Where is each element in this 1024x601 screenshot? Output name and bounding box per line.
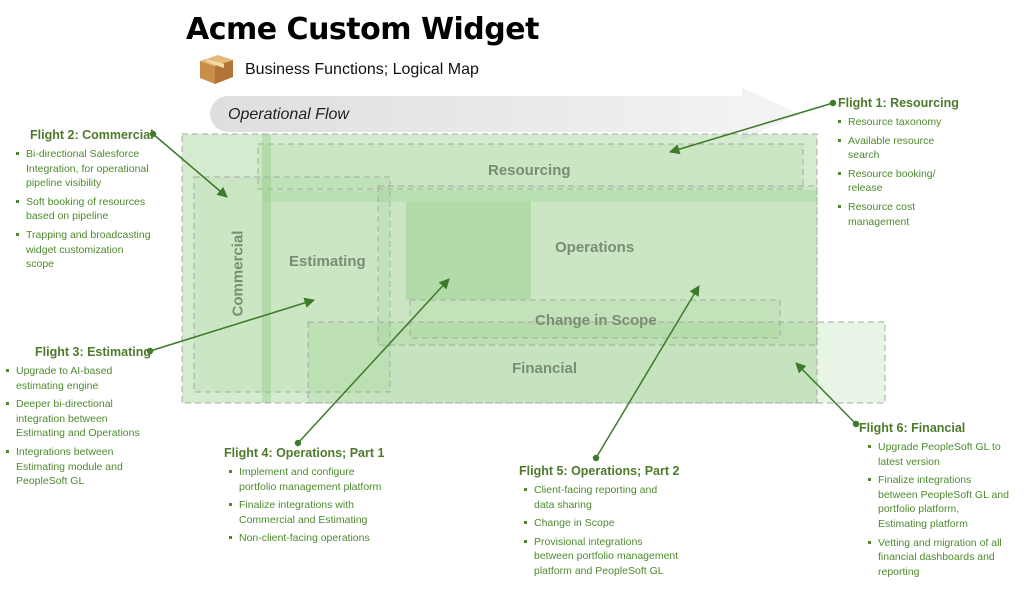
region-label-change-in-scope: Change in Scope — [535, 312, 657, 329]
flight6-item: Upgrade PeopleSoft GL to latest version — [868, 440, 1009, 469]
region-label-commercial: Commercial — [229, 230, 247, 317]
region-commercial — [181, 133, 818, 404]
flight3-block: Flight 3: Estimating Upgrade to AI-based… — [6, 345, 158, 493]
flight4-title: Flight 4: Operations; Part 1 — [224, 446, 385, 460]
flight6-pointer — [795, 362, 857, 425]
flight2-item: Bi-directional Salesforce Integration, f… — [16, 147, 154, 191]
flight5-item: Change in Scope — [524, 516, 679, 531]
flight4-pointer — [297, 278, 450, 444]
flight2-item: Trapping and broadcasting widget customi… — [16, 228, 154, 272]
flight4-block: Flight 4: Operations; Part 1 Implement a… — [224, 446, 384, 550]
flight3-item: Deeper bi-directional integration betwee… — [6, 397, 158, 441]
flight1-item: Resource taxonomy — [838, 115, 968, 130]
flight2-item: Soft booking of resources based on pipel… — [16, 195, 154, 224]
flight1-title: Flight 1: Resourcing — [838, 96, 959, 110]
page-title: Acme Custom Widget — [186, 12, 539, 47]
flight1-block: Flight 1: Resourcing Resource taxonomy A… — [838, 96, 968, 233]
flight2-pointer — [152, 133, 228, 198]
region-estimating — [193, 176, 391, 393]
flight5-pointer — [595, 285, 700, 459]
flight6-title: Flight 6: Financial — [859, 421, 966, 435]
region-operations — [377, 185, 818, 346]
flight2-title: Flight 2: Commercial — [30, 128, 154, 142]
region-label-resourcing: Resourcing — [488, 162, 571, 179]
region-change-in-scope — [409, 299, 781, 339]
page-subtitle: Business Functions; Logical Map — [245, 61, 479, 78]
flight6-block: Flight 6: Financial Upgrade PeopleSoft G… — [859, 421, 1009, 583]
resourcing-band — [262, 190, 817, 202]
flight1-item: Available resource search — [838, 134, 968, 163]
flight5-block: Flight 5: Operations; Part 2 Client-faci… — [519, 464, 679, 583]
flight1-item: Resource cost management — [838, 200, 968, 229]
region-financial — [307, 321, 886, 404]
flight3-item: Upgrade to AI-based estimating engine — [6, 364, 158, 393]
flight4-item: Implement and configure portfolio manage… — [229, 465, 384, 494]
flight1-pointer — [668, 102, 834, 155]
flight5-item: Provisional integrations between portfol… — [524, 535, 679, 579]
cardboard-box-icon — [200, 55, 233, 84]
flight6-item: Vetting and migration of all financial d… — [868, 536, 1009, 580]
operational-flow-arrow — [210, 88, 800, 140]
operational-flow-label: Operational Flow — [228, 106, 349, 123]
region-label-financial: Financial — [512, 360, 578, 377]
region-label-operations: Operations — [555, 239, 635, 256]
flight4-item: Non-client-facing operations — [229, 531, 384, 546]
region-label-estimating: Estimating — [289, 253, 366, 270]
flight5-title: Flight 5: Operations; Part 2 — [519, 464, 680, 478]
operations-core — [406, 202, 531, 300]
region-resourcing — [257, 143, 804, 190]
flight1-item: Resource booking/ release — [838, 167, 968, 196]
flight3-item: Integrations between Estimating module a… — [6, 445, 158, 489]
flight2-block: Flight 2: Commercial Bi-directional Sale… — [16, 128, 154, 276]
flight6-item: Finalize integrations between PeopleSoft… — [868, 473, 1009, 531]
flight3-pointer — [149, 297, 316, 352]
commercial-divider — [262, 134, 271, 403]
flight5-item: Client-facing reporting and data sharing — [524, 483, 679, 512]
flight3-title: Flight 3: Estimating — [35, 345, 151, 359]
flight4-item: Finalize integrations with Commercial an… — [229, 498, 384, 527]
